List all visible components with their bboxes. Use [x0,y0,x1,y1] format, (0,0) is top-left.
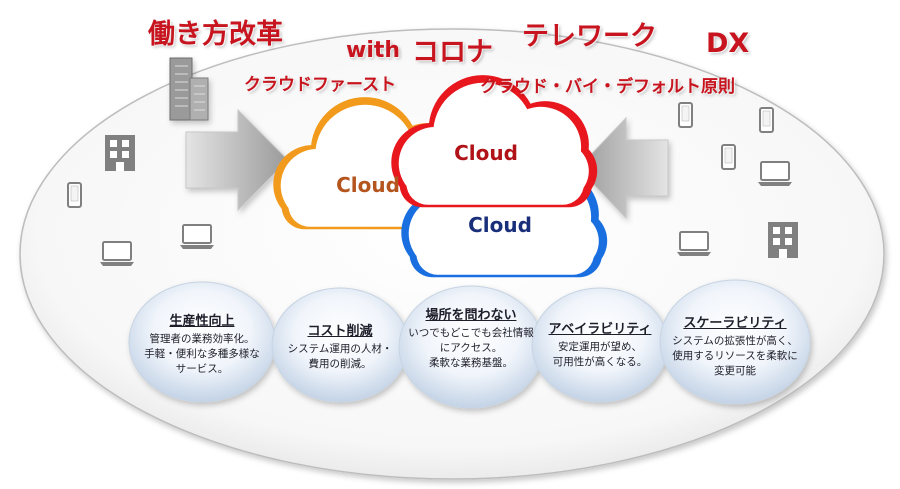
feature-title: コスト削減 [307,324,373,339]
laptop-icon [757,161,793,187]
feature-description: システムの拡張性が高く、 使用するリソースを柔軟に 変更可能 [672,335,798,377]
skyscraper-icon [169,57,209,121]
feature-title: スケーラビリティ [683,316,787,331]
laptop-icon [179,224,215,250]
keyword-telework: テレワーク [522,21,657,52]
inbound-arrow-right [577,116,669,220]
keyword-dx: DX [706,28,750,59]
feature-title: 生産性向上 [169,314,235,329]
feature-circle-scalability [659,279,811,405]
keyword-corona: コロナ [412,37,493,68]
laptop-icon [676,231,712,257]
cloud-label-blue: Cloud [468,213,532,237]
feature-scalability: スケーラビリティ システムの拡張性が高く、 使用するリソースを柔軟に 変更可能 [662,312,808,379]
keyword-work-style-reform: 働き方改革 [148,19,283,50]
office-building-icon [768,222,798,258]
keyword-cloud-first: クラウドファースト [244,75,397,95]
keyword-with: with [346,38,401,63]
feature-title: 場所を問わない [425,308,517,323]
feature-location-independent: 場所を問わない いつでもどこでも会社情報 にアクセス。 柔軟な業務基盤。 [401,304,541,371]
feature-description: いつでもどこでも会社情報 にアクセス。 柔軟な業務基盤。 [408,327,534,369]
smartphone-icon [678,102,693,128]
feature-description: システム運用の人材・ 費用の削減。 [287,343,393,370]
smartphone-icon [721,144,736,170]
feature-description: 管理者の業務効率化。 手軽・便利な多種多様な サービス。 [144,333,260,375]
laptop-icon [99,241,135,267]
cloud-label-red: Cloud [454,141,518,165]
smartphone-icon [67,182,82,208]
feature-title: アベイラビリティ [548,322,652,337]
feature-productivity: 生産性向上 管理者の業務効率化。 手軽・便利な多種多様な サービス。 [132,310,272,377]
feature-availability: アベイラビリティ 安定運用が望め、 可用性が高くなる。 [534,318,666,370]
feature-description: 安定運用が望め、 可用性が高くなる。 [552,341,648,368]
keyword-cloud-by-default: クラウド・バイ・デフォルト原則 [480,77,735,97]
office-building-icon [105,135,135,171]
feature-cost-reduction: コスト削減 システム運用の人材・ 費用の削減。 [274,320,406,372]
cloud-label-orange: Cloud [336,173,400,197]
smartphone-icon [759,107,774,133]
inbound-arrow-left [185,108,289,212]
